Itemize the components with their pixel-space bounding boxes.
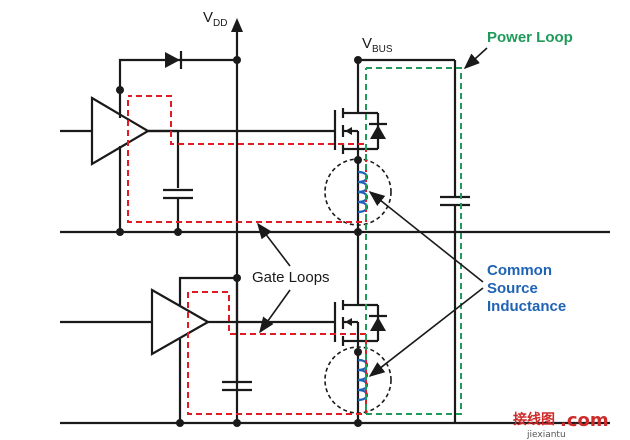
power-loop-label: Power Loop — [487, 29, 573, 46]
svg-text:Inductance: Inductance — [487, 298, 566, 315]
lower-mosfet-icon — [333, 232, 387, 423]
common-source-inductance-label: Common Source Inductance — [487, 262, 566, 315]
svg-text:.com: .com — [560, 410, 609, 431]
junction-dots — [116, 56, 362, 427]
bootstrap-diode-icon — [165, 51, 183, 69]
svg-text:Common: Common — [487, 262, 552, 279]
svg-text:Source: Source — [487, 280, 538, 297]
svg-text:接线图: 接线图 — [513, 411, 555, 428]
vbus-label: VBUS — [362, 35, 393, 55]
svg-text:jiexiantu: jiexiantu — [526, 430, 566, 440]
upper-gate-loop — [127, 95, 367, 223]
lower-driver — [60, 276, 335, 423]
svg-text:VBUS: VBUS — [362, 35, 393, 55]
svg-text:VDD: VDD — [203, 9, 227, 29]
lower-driver-triangle-icon — [150, 288, 211, 356]
lower-capacitor-icon — [222, 278, 252, 392]
power-loop-path — [365, 67, 462, 415]
upper-capacitor-icon — [163, 188, 193, 232]
vdd-arrow-icon — [231, 18, 243, 32]
upper-driver — [60, 51, 335, 232]
watermark: 接线图 .com jiexiantu — [513, 410, 609, 440]
vdd-label: VDD — [203, 9, 227, 29]
upper-mosfet-icon — [333, 58, 455, 232]
dc-link-capacitor-icon — [440, 60, 470, 423]
gate-loops-label: Gate Loops — [252, 269, 330, 286]
ground-rails — [60, 230, 610, 425]
